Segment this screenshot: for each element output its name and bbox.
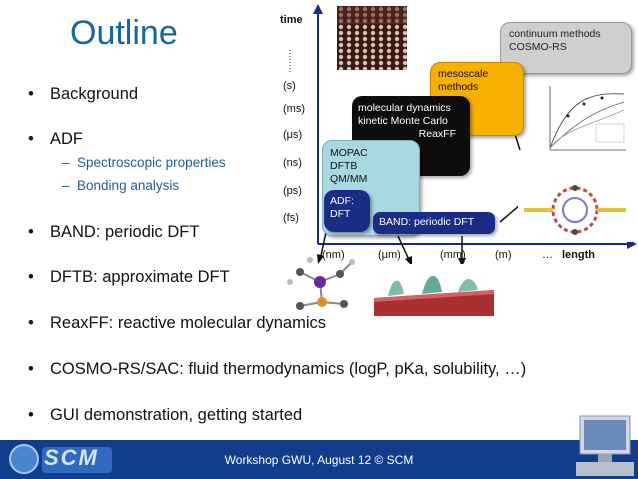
subbullet-spectroscopic: – Spectroscopic properties bbox=[62, 155, 226, 170]
bullet-cosmo: •COSMO-RS/SAC: fluid thermodynamics (log… bbox=[28, 360, 527, 378]
cosmo-rs-plot-image bbox=[538, 80, 630, 162]
time-tick-fs: (fs) bbox=[283, 212, 299, 224]
slide-title: Outline bbox=[70, 14, 178, 52]
bullet-dftb: •DFTB: approximate DFT bbox=[28, 268, 230, 286]
length-tick-ellipsis: … bbox=[542, 249, 553, 261]
molecule-image bbox=[287, 257, 355, 310]
crystal-structure-image bbox=[337, 6, 407, 70]
length-tick-nm: (nm) bbox=[322, 249, 345, 261]
bullet-adf: •ADF bbox=[28, 130, 83, 148]
time-tick-ns: (ns) bbox=[283, 157, 302, 169]
bullet-band: •BAND: periodic DFT bbox=[28, 223, 200, 241]
scm-logo-text: SCM bbox=[44, 445, 99, 470]
surface-simulation-image bbox=[374, 264, 494, 316]
footer-text: Workshop GWU, August 12 © SCM bbox=[224, 453, 414, 467]
framework-structure-image bbox=[518, 178, 632, 242]
time-tick-us: (μs) bbox=[283, 129, 303, 141]
computer-decoration-image bbox=[576, 415, 634, 476]
adf-dft-box: ADF: DFT bbox=[324, 190, 370, 232]
length-tick-m: (m) bbox=[495, 249, 512, 261]
time-tick-ps: (ps) bbox=[283, 185, 302, 197]
time-tick-s: (s) bbox=[283, 80, 296, 92]
bullet-background: •Background bbox=[28, 85, 139, 103]
time-tick-ms: (ms) bbox=[283, 103, 305, 115]
time-axis-label: time bbox=[280, 14, 303, 26]
bullet-gui: •GUI demonstration, getting started bbox=[28, 406, 303, 424]
scm-logo bbox=[9, 444, 112, 474]
band-periodic-box: BAND: periodic DFT bbox=[373, 212, 495, 234]
bullet-reaxff: •ReaxFF: reactive molecular dynamics bbox=[28, 314, 327, 332]
subbullet-bonding: – Bonding analysis bbox=[62, 178, 180, 193]
length-tick-um: (μm) bbox=[378, 249, 401, 261]
length-axis-label: length bbox=[562, 249, 595, 261]
length-tick-mm: (mm) bbox=[440, 249, 466, 261]
